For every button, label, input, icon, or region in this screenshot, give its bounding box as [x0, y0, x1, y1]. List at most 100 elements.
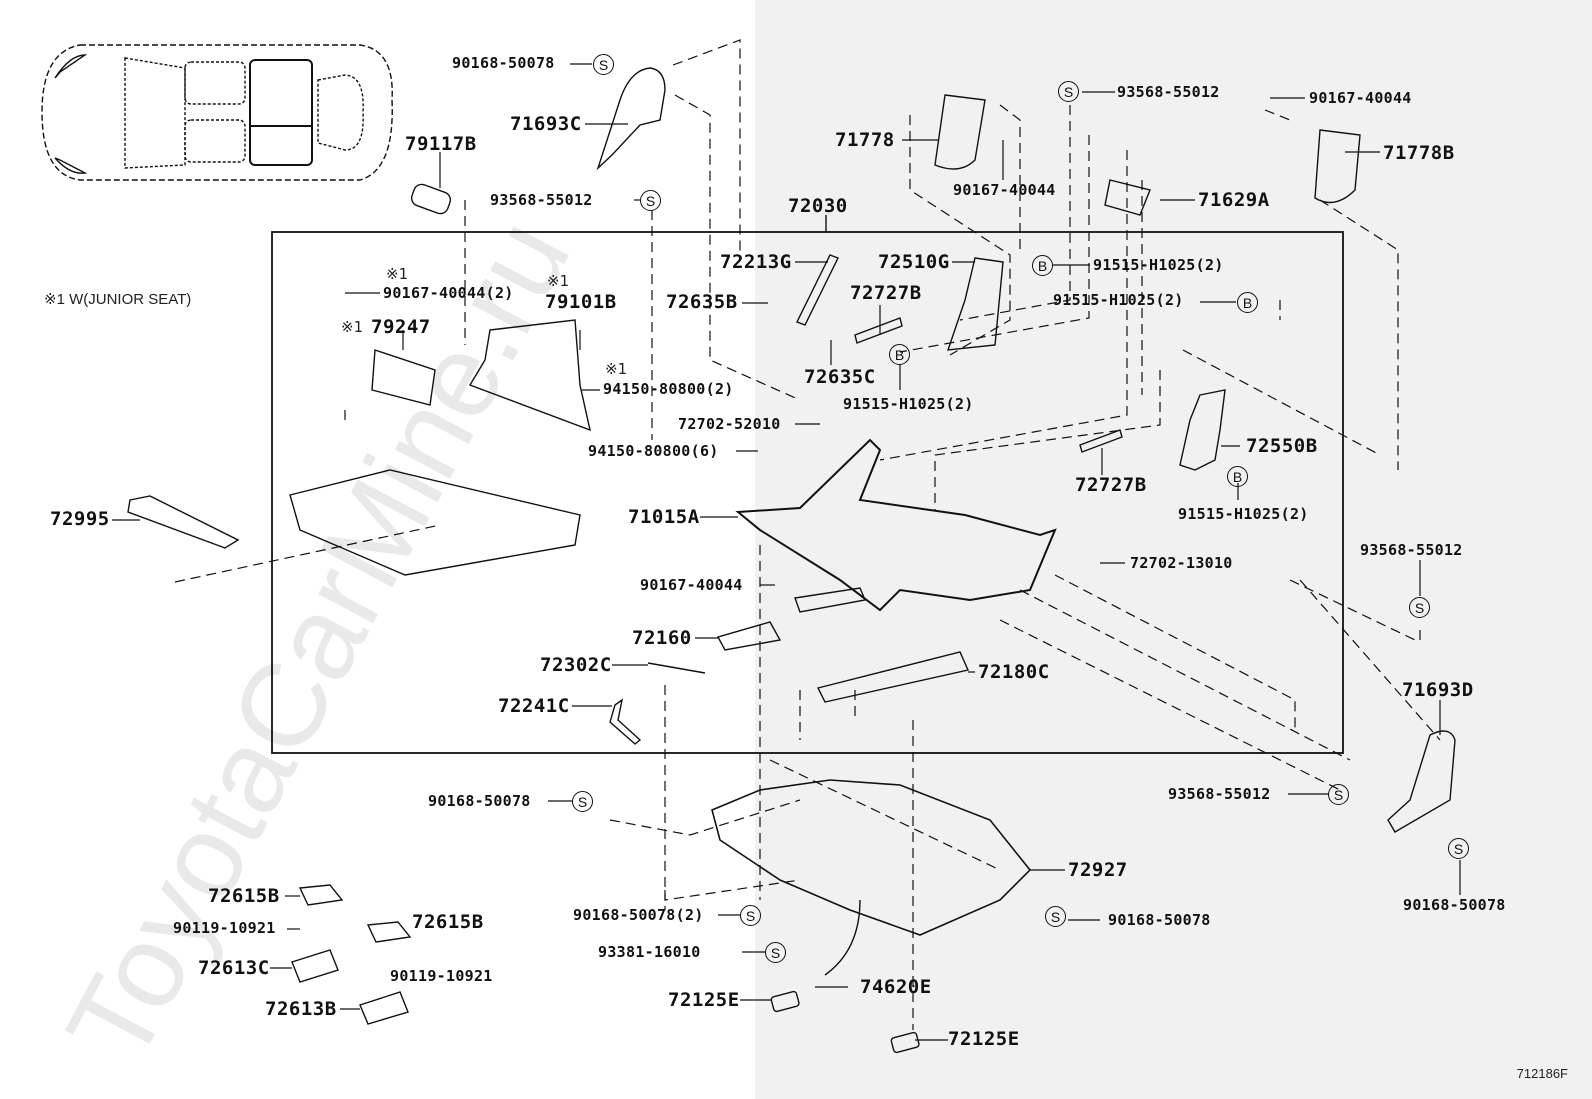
assembly-frame — [271, 231, 1344, 754]
part-label[interactable]: 72125E — [948, 1028, 1020, 1050]
part-label[interactable]: 71629A — [1198, 189, 1270, 211]
part-label[interactable]: 72995 — [50, 508, 110, 530]
bolt-badge-icon: B — [889, 344, 910, 365]
part-label[interactable]: 72615B — [412, 911, 484, 933]
part-label[interactable]: 90119-10921 — [390, 967, 493, 985]
part-72160 — [716, 621, 782, 651]
part-label[interactable]: 90168-50078 — [428, 792, 531, 810]
part-label[interactable]: 90168-50078 — [1108, 911, 1211, 929]
part-label[interactable]: 72635C — [804, 366, 876, 388]
part-label[interactable]: 90167-40044 — [640, 576, 743, 594]
part-label[interactable]: 72927 — [1068, 859, 1128, 881]
screw-badge-icon: S — [740, 905, 761, 926]
part-label[interactable]: 72727B — [850, 282, 922, 304]
part-71629A — [1104, 179, 1151, 216]
part-label[interactable]: 72615B — [208, 885, 280, 907]
part-label[interactable]: 93568-55012 — [490, 191, 593, 209]
part-79247 — [371, 349, 436, 406]
part-label[interactable]: 72550B — [1246, 435, 1318, 457]
part-label[interactable]: 71693D — [1402, 679, 1474, 701]
part-label[interactable]: 93568-55012 — [1117, 83, 1220, 101]
part-label[interactable]: 91515-H1025(2) — [843, 395, 974, 413]
screw-badge-icon: S — [640, 190, 661, 211]
part-label[interactable]: 91515-H1025(2) — [1053, 291, 1184, 309]
part-label[interactable]: 72213G — [720, 251, 792, 273]
part-label[interactable]: 93381-16010 — [598, 943, 701, 961]
part-label[interactable]: 72613B — [265, 998, 337, 1020]
part-72727B — [854, 317, 903, 344]
junior-seat-frame — [289, 469, 581, 576]
part-label[interactable]: 71778 — [835, 129, 895, 151]
part-label[interactable]: 93568-55012 — [1168, 785, 1271, 803]
part-label[interactable]: 94150-80800(6) — [588, 442, 719, 460]
bolt-badge-icon: B — [1227, 466, 1248, 487]
part-72727B-second — [1079, 429, 1123, 453]
screw-badge-icon: S — [1409, 597, 1430, 618]
part-label[interactable]: 90119-10921 — [173, 919, 276, 937]
part-label[interactable]: 79117B — [405, 133, 477, 155]
part-72302C — [647, 662, 706, 674]
part-71778B — [1314, 129, 1361, 204]
part-label[interactable]: 72125E — [668, 989, 740, 1011]
note-mark: ※1 — [547, 272, 570, 290]
part-79101B — [468, 319, 591, 432]
part-label[interactable]: 74620E — [860, 976, 932, 998]
part-label[interactable]: 90168-50078 — [452, 54, 555, 72]
part-label[interactable]: 72613C — [198, 957, 270, 979]
part-label[interactable]: 91515-H1025(2) — [1178, 505, 1309, 523]
screw-badge-icon: S — [1045, 906, 1066, 927]
part-label[interactable]: 72302C — [540, 654, 612, 676]
part-71693D — [1387, 730, 1456, 833]
part-label[interactable]: 72180C — [978, 661, 1050, 683]
part-label[interactable]: 72702-52010 — [678, 415, 781, 433]
part-label[interactable]: 93568-55012 — [1360, 541, 1463, 559]
part-label[interactable]: 72030 — [788, 195, 848, 217]
part-label[interactable]: 71693C — [510, 113, 582, 135]
part-label[interactable]: 90167-40044(2) — [383, 284, 514, 302]
part-label[interactable]: 72635B — [666, 291, 738, 313]
part-72550B — [1179, 389, 1226, 471]
part-label[interactable]: 71778B — [1383, 142, 1455, 164]
bolt-badge-icon: B — [1237, 292, 1258, 313]
part-72927 — [711, 779, 1032, 936]
part-label[interactable]: 72160 — [632, 627, 692, 649]
part-72615B — [298, 884, 344, 906]
part-label[interactable]: 90167-40044 — [953, 181, 1056, 199]
part-72510G — [946, 257, 1004, 351]
part-72995 — [127, 495, 240, 549]
part-label[interactable]: 94150-80800(2) — [603, 380, 734, 398]
label-leader-lines — [112, 63, 1461, 1041]
screw-badge-icon: S — [572, 791, 593, 812]
part-72615B-second — [366, 921, 412, 943]
part-label[interactable]: 72727B — [1075, 474, 1147, 496]
part-label[interactable]: 71015A — [628, 506, 700, 528]
part-label[interactable]: 91515-H1025(2) — [1093, 256, 1224, 274]
part-label[interactable]: 79101B — [545, 291, 617, 313]
part-label[interactable]: 79247 — [371, 316, 431, 338]
part-74620E — [824, 899, 861, 976]
screw-badge-icon: S — [1058, 81, 1079, 102]
part-71015A — [735, 438, 1057, 612]
legend-note: ※1 W(JUNIOR SEAT) — [44, 291, 192, 308]
part-label[interactable]: 72702-13010 — [1130, 554, 1233, 572]
part-79117B — [410, 183, 452, 215]
part-72613B — [359, 991, 409, 1025]
part-label[interactable]: 72241C — [498, 695, 570, 717]
note-mark: ※1 — [386, 265, 409, 283]
note-mark: ※1 — [341, 318, 364, 336]
part-label[interactable]: 90168-50078 — [1403, 896, 1506, 914]
part-72213G — [796, 254, 839, 326]
part-72613C — [291, 949, 339, 983]
part-label[interactable]: 72510G — [878, 251, 950, 273]
part-label[interactable]: 90167-40044 — [1309, 89, 1412, 107]
shaded-background-region — [755, 0, 1592, 1099]
screw-badge-icon: S — [1448, 838, 1469, 859]
note-mark: ※1 — [605, 360, 628, 378]
figure-id: 712186F — [1516, 1066, 1568, 1081]
part-72180C — [816, 651, 969, 703]
assembly-leader-lines — [174, 39, 1441, 1030]
screw-badge-icon: S — [1328, 784, 1349, 805]
part-72125E-second — [890, 1031, 920, 1054]
part-label[interactable]: 90168-50078(2) — [573, 906, 704, 924]
